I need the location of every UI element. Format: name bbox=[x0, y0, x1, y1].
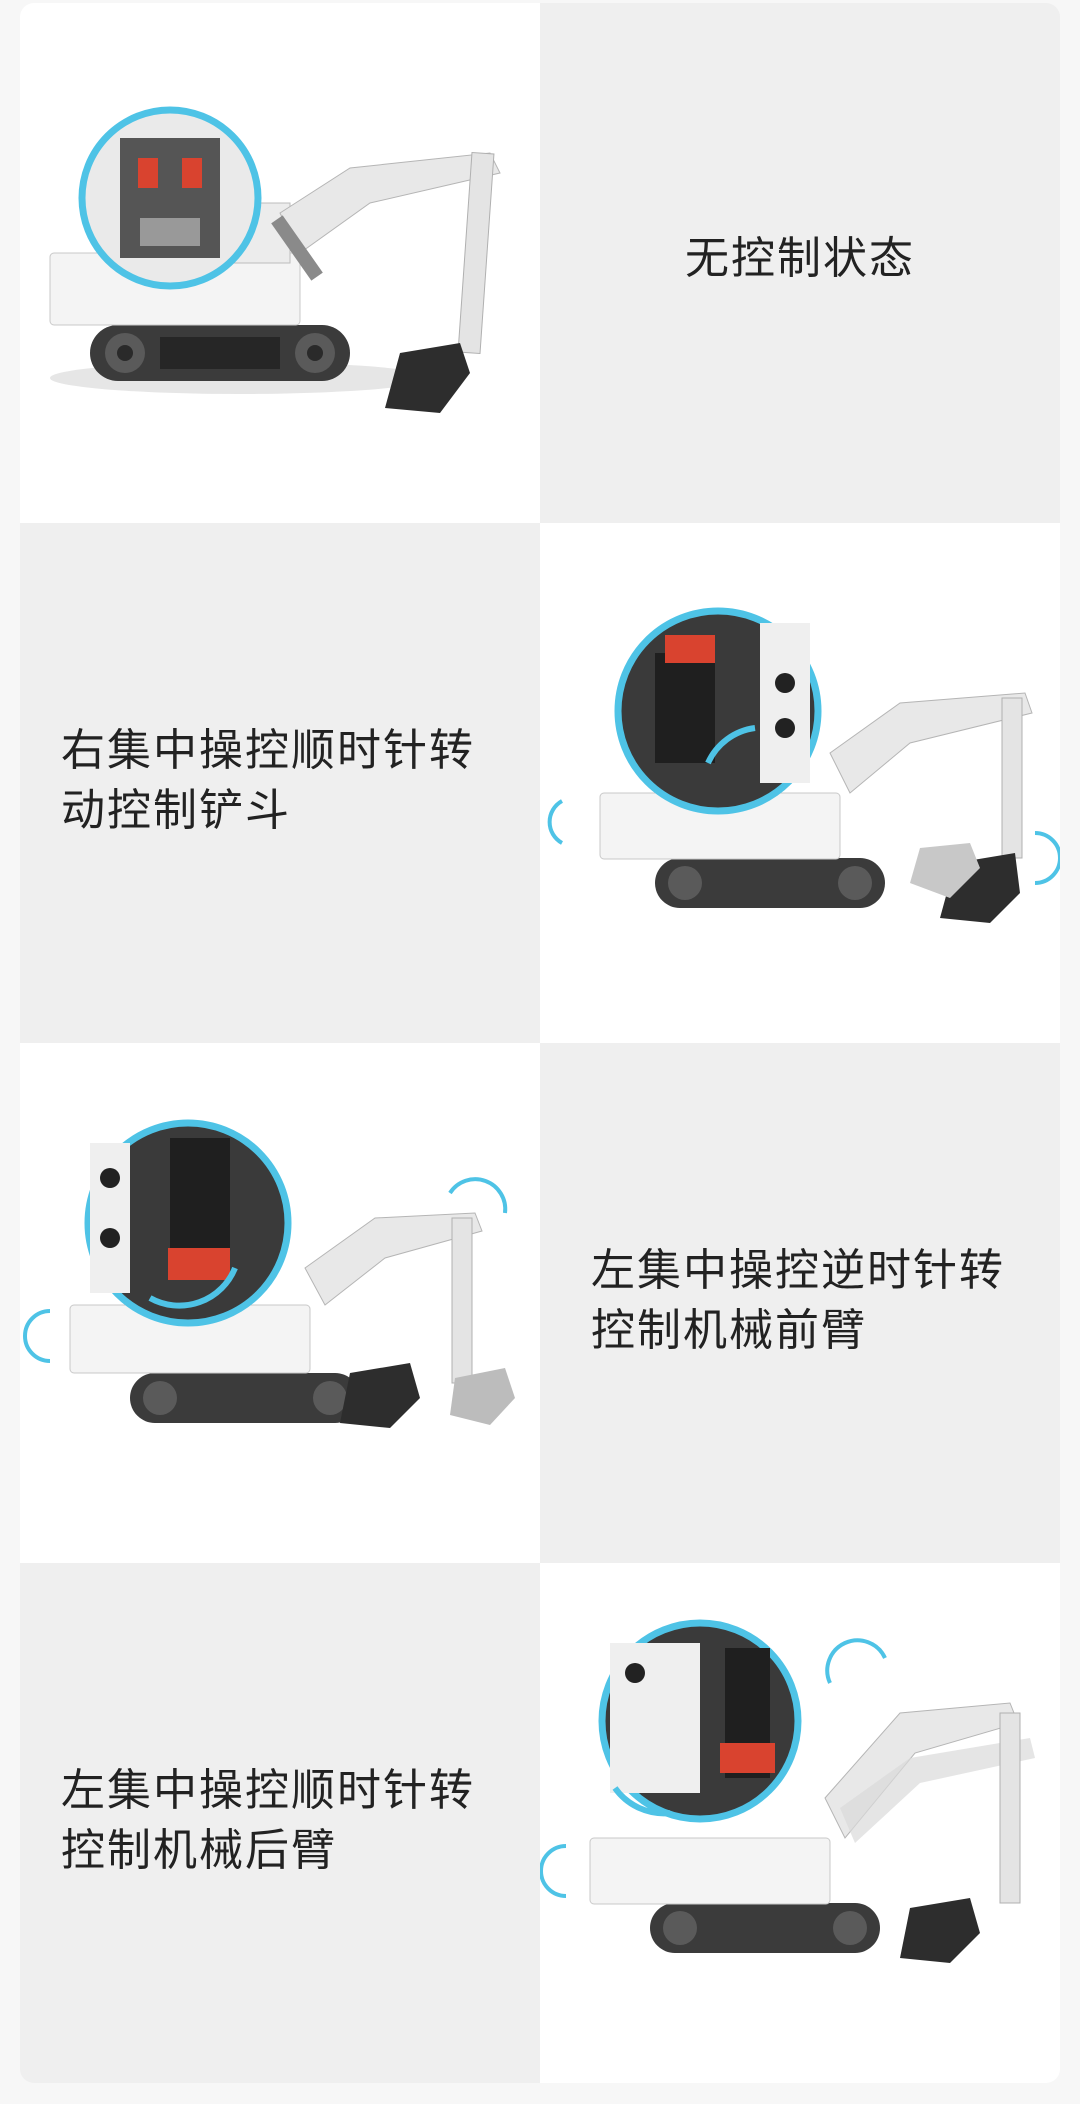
panel-3-text: 左集中操控逆时针转 控制机械前臂 bbox=[540, 1043, 1060, 1563]
panel-1-image bbox=[20, 3, 540, 523]
excavator-illustration bbox=[540, 1619, 1035, 1963]
excavator-body bbox=[599, 692, 1033, 923]
caption-bucket-control: 右集中操控顺时针转 动控制铲斗 bbox=[61, 721, 475, 841]
excavator-illustration bbox=[23, 1119, 515, 1428]
caption-line: 动控制铲斗 bbox=[61, 785, 291, 836]
rotation-arrow-icon bbox=[547, 799, 1060, 885]
caption-no-control: 无控制状态 bbox=[540, 229, 1060, 289]
caption-line: 控制机械后臂 bbox=[61, 1825, 337, 1876]
caption-line: 左集中操控逆时针转 bbox=[591, 1245, 1005, 1296]
excavator-illustration bbox=[49, 106, 501, 413]
rotation-arrow-icon bbox=[23, 1177, 508, 1363]
feature-grid: 无控制状态 右集中操控顺时针转 动控制铲斗 bbox=[20, 3, 1060, 2083]
excavator-body bbox=[69, 1212, 515, 1428]
zoom-circle bbox=[78, 106, 262, 290]
caption-rear-arm-control: 左集中操控顺时针转 控制机械后臂 bbox=[61, 1761, 475, 1881]
excavator-body bbox=[589, 1702, 1035, 1963]
zoom-circle bbox=[598, 1619, 802, 1823]
panel-2-text: 右集中操控顺时针转 动控制铲斗 bbox=[20, 523, 540, 1043]
zoom-circle bbox=[614, 607, 822, 815]
panel-3-image bbox=[20, 1043, 540, 1563]
panel-4-image bbox=[540, 1563, 1060, 2083]
panel-4-text: 左集中操控顺时针转 控制机械后臂 bbox=[20, 1563, 540, 2083]
excavator-illustration bbox=[547, 607, 1060, 923]
caption-line: 无控制状态 bbox=[685, 233, 915, 284]
rotation-arrow-icon bbox=[540, 1638, 887, 1898]
zoom-circle bbox=[84, 1119, 292, 1327]
caption-line: 控制机械前臂 bbox=[591, 1305, 867, 1356]
caption-line: 左集中操控顺时针转 bbox=[61, 1765, 475, 1816]
panel-2-image bbox=[540, 523, 1060, 1043]
caption-front-arm-control: 左集中操控逆时针转 控制机械前臂 bbox=[591, 1241, 1005, 1361]
caption-line: 右集中操控顺时针转 bbox=[61, 725, 475, 776]
panel-1-text: 无控制状态 bbox=[540, 3, 1060, 523]
